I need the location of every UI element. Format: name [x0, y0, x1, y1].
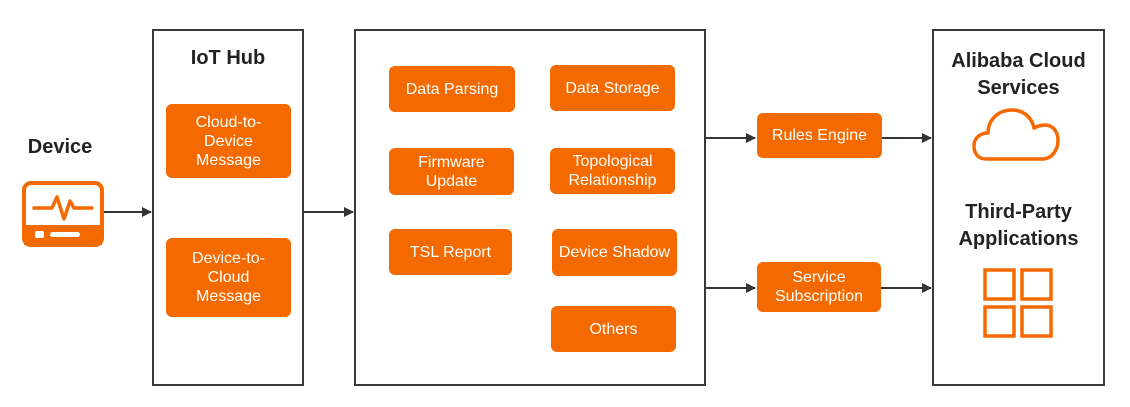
cloud-to-device-message-label: Cloud-to- Device Message	[195, 113, 262, 169]
device-shadow-box[interactable]: Device Shadow	[552, 229, 677, 276]
grid-icon	[983, 268, 1053, 338]
data-storage-label: Data Storage	[565, 79, 660, 97]
others-label: Others	[589, 320, 638, 338]
data-parsing-label: Data Parsing	[405, 80, 499, 98]
monitor-pulse-icon	[22, 181, 104, 247]
topological-relationship-label: Topological Relationship	[568, 153, 657, 189]
cloud-to-device-message-box[interactable]: Cloud-to- Device Message	[166, 104, 291, 178]
data-storage-box[interactable]: Data Storage	[550, 65, 675, 111]
tsl-report-label: TSL Report	[409, 243, 492, 261]
iot-hub-panel	[152, 29, 304, 386]
data-parsing-box[interactable]: Data Parsing	[389, 66, 515, 112]
device-to-cloud-message-label: Device-to- Cloud Message	[192, 250, 265, 305]
third-party-applications-title: Third-Party Applications	[958, 201, 1079, 250]
rules-engine-label: Rules Engine	[771, 127, 868, 144]
rules-engine-box[interactable]: Rules Engine	[757, 113, 882, 158]
device-to-cloud-message-box[interactable]: Device-to- Cloud Message	[166, 238, 291, 317]
firmware-update-label: Firmware Update	[418, 153, 485, 190]
service-subscription-box[interactable]: Service Subscription	[757, 262, 881, 312]
cloud-icon	[972, 108, 1060, 161]
iot-hub-title: IoT Hub	[190, 47, 266, 69]
service-subscription-label: Service Subscription	[774, 269, 864, 305]
device-label: Device	[27, 136, 93, 158]
targets-panel	[932, 29, 1105, 386]
others-box[interactable]: Others	[551, 306, 676, 352]
topological-relationship-box[interactable]: Topological Relationship	[550, 148, 675, 194]
tsl-report-box[interactable]: TSL Report	[389, 229, 512, 275]
device-shadow-label: Device Shadow	[558, 244, 671, 261]
firmware-update-box[interactable]: Firmware Update	[389, 148, 514, 195]
alibaba-cloud-services-title: Alibaba Cloud Services	[951, 50, 1086, 99]
